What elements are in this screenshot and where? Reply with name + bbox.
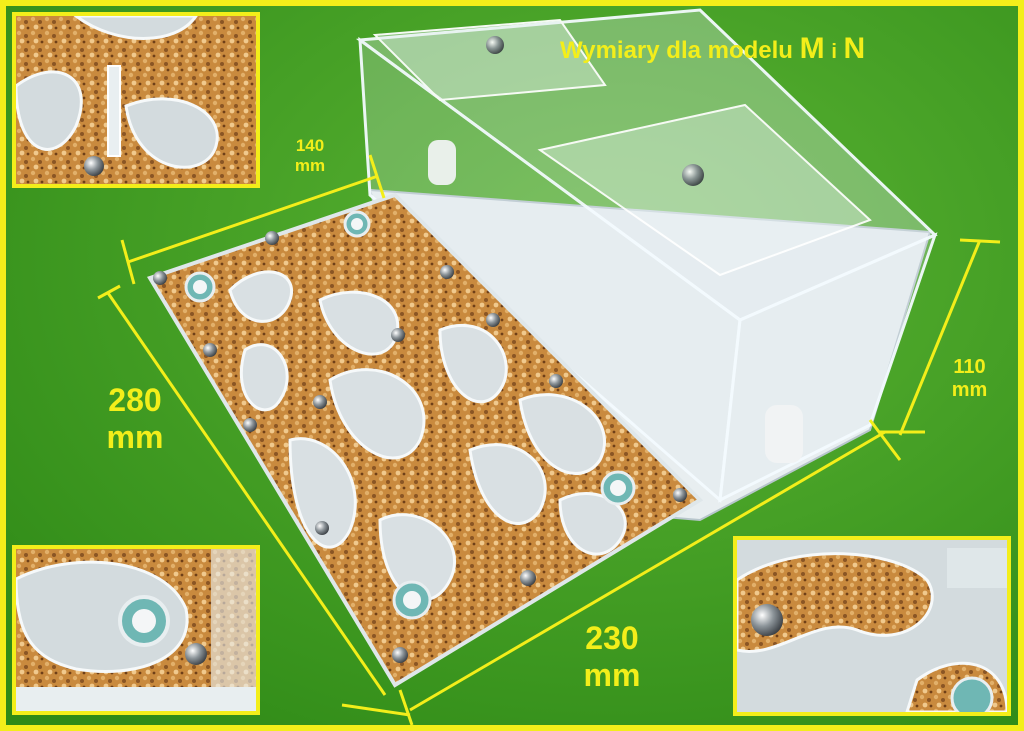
detail-inset-bottom-left bbox=[12, 545, 260, 715]
inset-illustration bbox=[737, 540, 1007, 712]
dimension-value: 280 bbox=[108, 382, 162, 418]
dimension-lines bbox=[97, 154, 1001, 726]
dimension-label-length-bottom: 230 mm bbox=[572, 620, 652, 694]
dimension-label-height: 110 mm bbox=[942, 356, 997, 402]
dimension-label-width: 140 mm bbox=[285, 136, 335, 175]
detail-inset-bottom-right bbox=[733, 536, 1011, 716]
cork-nest-plate bbox=[147, 192, 704, 688]
dimensions-title: Wymiary dla modelu M i N bbox=[560, 32, 865, 66]
title-conjunction: i bbox=[831, 41, 837, 63]
acrylic-box bbox=[355, 8, 938, 504]
lid-small bbox=[372, 18, 607, 102]
title-letter-n: N bbox=[843, 32, 866, 65]
title-prefix: Wymiary dla modelu bbox=[560, 37, 793, 64]
dimension-label-length-left: 280 mm bbox=[95, 382, 175, 456]
inset-illustration bbox=[16, 16, 256, 184]
dimension-unit: mm bbox=[106, 418, 164, 455]
dimension-value: 140 bbox=[295, 136, 325, 155]
plate-screws bbox=[153, 231, 687, 663]
dimension-value: 230 bbox=[585, 620, 639, 656]
inset-illustration bbox=[16, 549, 256, 711]
lid-large bbox=[537, 103, 872, 277]
dimension-unit: mm bbox=[583, 656, 641, 693]
nest-chambers bbox=[228, 270, 627, 602]
dimension-unit: mm bbox=[951, 379, 988, 401]
water-ports bbox=[184, 210, 636, 620]
dimension-unit: mm bbox=[294, 155, 326, 175]
detail-inset-top-left bbox=[12, 12, 260, 188]
dimension-value: 110 bbox=[953, 356, 986, 378]
title-letter-m: M bbox=[799, 32, 825, 65]
